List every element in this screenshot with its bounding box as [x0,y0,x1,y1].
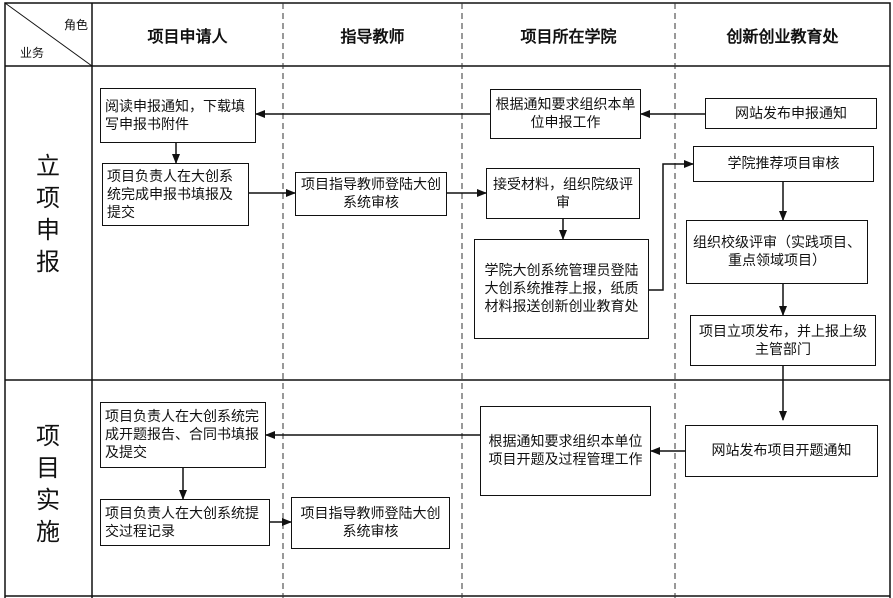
step-submit-application: 项目负责人在大创系统完成申报书填报及提交 [102,163,249,226]
column-header-college: 项目所在学院 [520,27,617,46]
step-submit-process-record: 项目负责人在大创系统提交过程记录 [100,499,270,546]
step-college-organize: 根据通知要求组织本单位申报工作 [490,89,641,139]
step-publish-opening-notice: 网站发布项目开题通知 [685,425,878,477]
column-header-applicant: 项目申请人 [147,27,228,46]
arrow-b6-b8 [649,160,694,291]
column-header-innovation-office: 创新创业教育处 [726,27,839,46]
row-label-project-implementation: 项目实施 [36,422,60,546]
step-advisor-review-2: 项目指导教师登陆大创系统审核 [291,497,450,549]
step-school-review: 组织校级评审（实践项目、重点领域项目） [686,220,868,284]
column-header-advisor: 指导教师 [340,27,405,46]
step-advisor-review: 项目指导教师登陆大创系统审核 [295,172,447,216]
step-review-recommendations: 学院推荐项目审核 [693,146,874,182]
step-college-review: 接受材料，组织院级评审 [486,168,640,219]
row-label-project-application: 立项申报 [36,152,60,276]
corner-diagonal [4,2,93,67]
step-submit-opening-report: 项目负责人在大创系统完成开题报告、合同书填报及提交 [100,402,266,468]
corner-role-label: 角色 [64,18,89,32]
corner-business-label: 业务 [20,46,45,60]
step-read-notice: 阅读申报通知，下载填写申报书附件 [100,88,256,143]
step-college-process-management: 根据通知要求组织本单位项目开题及过程管理工作 [480,406,651,496]
step-publish-notice: 网站发布申报通知 [705,98,877,129]
step-college-recommend: 学院大创系统管理员登陆大创系统推荐上报，纸质材料报送创新创业教育处 [474,239,649,339]
table-border [4,2,891,598]
step-project-approval: 项目立项发布，并上报上级主管部门 [690,315,876,366]
